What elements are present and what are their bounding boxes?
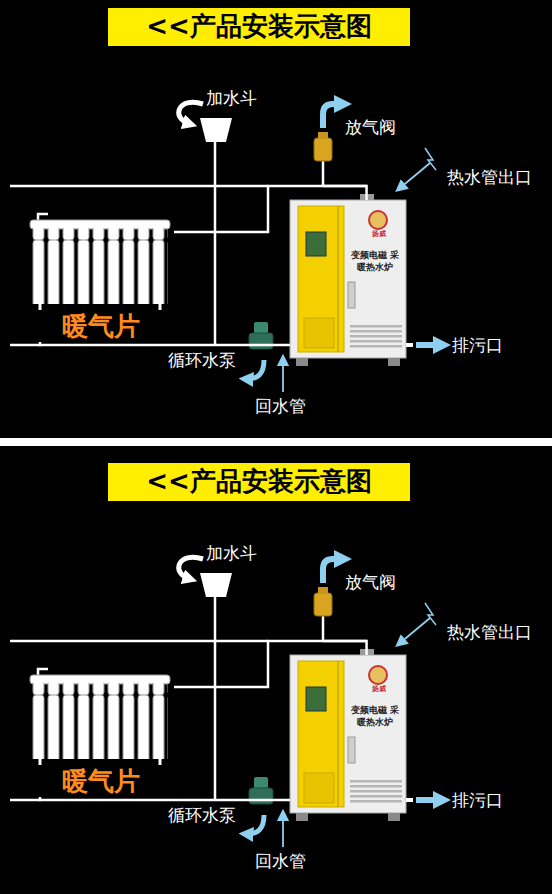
return-pipe	[40, 797, 290, 800]
panel-ground	[0, 446, 552, 894]
callout-label: 热水管出口	[447, 167, 532, 187]
hot-water-pipe	[174, 186, 367, 232]
boiler: 扬威变频电磁 采暖热水炉	[290, 200, 406, 360]
brand-text: 扬威	[360, 231, 398, 239]
callout-label: 循环水泵	[168, 805, 236, 825]
callout-label: 回水管	[255, 396, 306, 416]
radiator: 暖气片	[28, 222, 174, 342]
title-banner: <<产品安装示意图	[108, 8, 410, 46]
product-name: 变频电磁 采暖热水炉	[348, 250, 402, 273]
callout-label: 回水管	[255, 851, 306, 871]
callout-label: 循环水泵	[168, 350, 236, 370]
install-panel	[10, 102, 442, 392]
callout-label: 加水斗	[206, 543, 257, 563]
callout-label: 排污口	[452, 790, 503, 810]
callout-label: 加水斗	[206, 88, 257, 108]
part-name: 暖气片	[28, 312, 174, 342]
product-name: 变频电磁 采暖热水炉	[348, 705, 402, 728]
title-banner: <<产品安装示意图	[108, 463, 410, 501]
callout-label: 热水管出口	[447, 622, 532, 642]
callout-label: 放气阀	[345, 572, 396, 592]
install-panel	[10, 557, 442, 847]
boiler: 扬威变频电磁 采暖热水炉	[290, 655, 406, 815]
return-pipe	[40, 342, 290, 345]
title-text: <<产品安装示意图	[146, 466, 372, 497]
part-name: 暖气片	[28, 767, 174, 797]
brand-text: 扬威	[360, 686, 398, 694]
callout-label: 排污口	[452, 335, 503, 355]
hot-water-pipe	[174, 641, 367, 687]
callout-label: 放气阀	[345, 117, 396, 137]
panel-ground	[0, 0, 552, 438]
radiator: 暖气片	[28, 677, 174, 797]
title-text: <<产品安装示意图	[146, 11, 372, 42]
